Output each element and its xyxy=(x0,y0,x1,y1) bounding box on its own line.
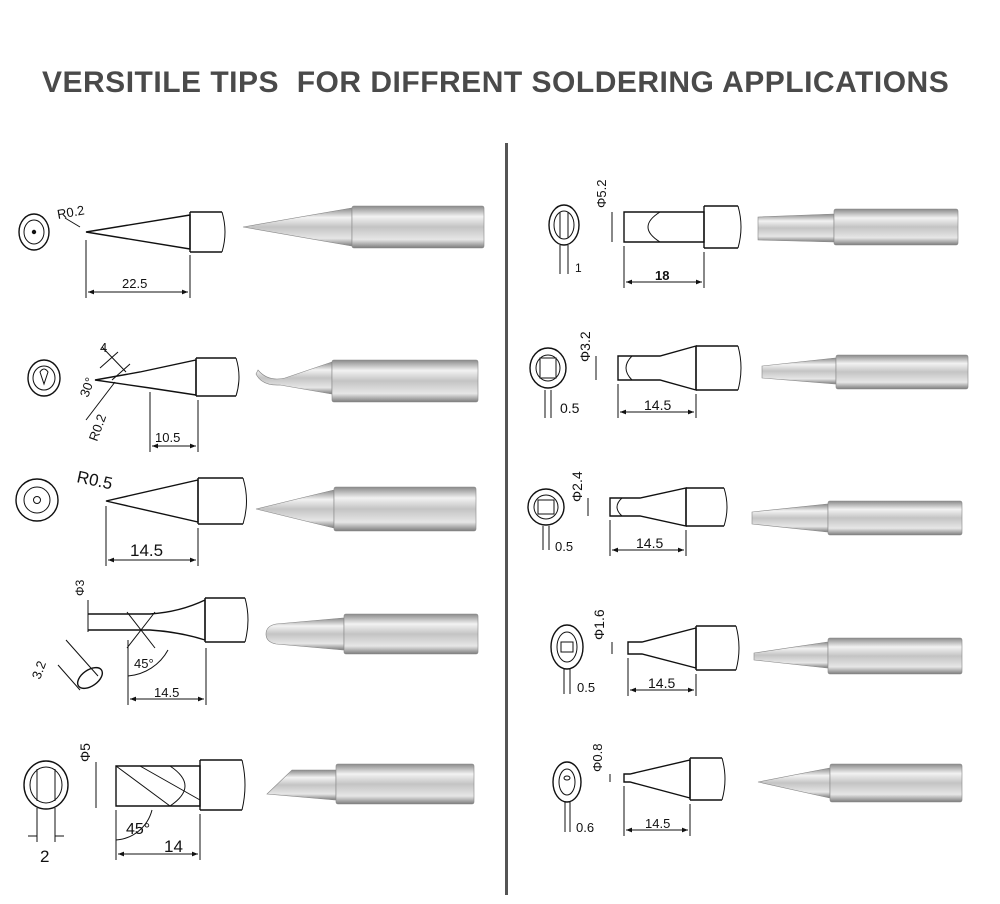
tip-left-1-label-length: 22.5 xyxy=(122,276,147,291)
tip-right-5-drawing: Φ0.8 0.6 14.5 xyxy=(552,744,726,836)
tip-right-4-drawing: Φ1.6 0.5 14.5 xyxy=(550,609,740,696)
tip-left-5-label-diameter: Φ5 xyxy=(77,743,93,762)
tip-left-1-photo xyxy=(242,205,485,249)
tip-right-1-label-thickness: 1 xyxy=(575,261,582,275)
tip-left-5-label-length: 14 xyxy=(164,837,183,856)
tip-left-4-label-bevel: 3.2 xyxy=(29,659,49,681)
tip-left-4-photo xyxy=(265,613,479,655)
tip-right-2-drawing: Φ3.2 0.5 14.5 xyxy=(529,331,742,418)
tip-left-2-drawing: 4 30° R0.2 10.5 xyxy=(27,340,240,452)
tip-right-2-label-length: 14.5 xyxy=(644,397,671,413)
tip-left-5-drawing: Φ5 45° 2 14 xyxy=(23,743,246,866)
tip-right-3-label-length: 14.5 xyxy=(636,535,663,551)
page-title: VERSITILE TIPS FOR DIFFRENT SOLDERING AP… xyxy=(42,66,950,99)
tip-left-4-label-length: 14.5 xyxy=(154,685,179,700)
tip-right-2-label-thickness: 0.5 xyxy=(560,400,580,416)
tip-left-2-label-width: 4 xyxy=(100,340,107,355)
tip-left-3-drawing: R0.5 14.5 xyxy=(15,467,247,566)
center-divider xyxy=(505,143,508,895)
tip-left-5-label-width: 2 xyxy=(40,847,49,866)
tip-right-2-photo xyxy=(761,354,969,390)
tip-right-3-label-diameter: Φ2.4 xyxy=(569,471,585,502)
tip-right-1-label-length: 18 xyxy=(655,268,669,283)
tip-right-2-label-diameter: Φ3.2 xyxy=(577,331,593,362)
tip-left-2-label-radius: R0.2 xyxy=(86,412,109,443)
tip-right-3-drawing: Φ2.4 0.5 14.5 xyxy=(527,471,728,556)
tip-right-3-label-thickness: 0.5 xyxy=(555,539,573,554)
tip-left-3-label-length: 14.5 xyxy=(130,541,163,560)
tip-left-5-label-angle: 45° xyxy=(126,821,150,838)
tip-left-5-photo xyxy=(266,763,475,805)
tip-right-1-label-diameter: Φ5.2 xyxy=(594,180,609,208)
tip-left-1-label-radius: R0.2 xyxy=(56,202,86,222)
tip-right-3-photo xyxy=(751,500,963,536)
tip-right-4-label-length: 14.5 xyxy=(648,675,675,691)
tip-left-3-label-radius: R0.5 xyxy=(75,467,114,493)
tip-right-5-label-diameter: Φ0.8 xyxy=(590,744,605,772)
tip-left-2-label-angle: 30° xyxy=(77,375,98,399)
tip-right-1-drawing: Φ5.2 1 18 xyxy=(548,180,742,288)
tip-left-1-drawing: R0.2 22.5 xyxy=(18,202,226,298)
tip-right-4-label-diameter: Φ1.6 xyxy=(591,609,607,640)
tip-right-4-label-thickness: 0.5 xyxy=(577,680,595,695)
tip-right-1-photo xyxy=(757,208,959,246)
tip-left-3-photo xyxy=(255,486,477,532)
tip-right-5-label-thickness: 0.6 xyxy=(576,820,594,835)
tip-left-2-label-length: 10.5 xyxy=(155,430,180,445)
tip-left-4-drawing: Φ3 3.2 45° 14.5 xyxy=(29,579,249,705)
tip-right-4-photo xyxy=(753,637,963,675)
tip-right-5-label-length: 14.5 xyxy=(645,816,670,831)
tip-left-4-label-angle: 45° xyxy=(134,656,154,671)
tip-right-5-photo xyxy=(757,763,963,803)
tip-left-4-label-diameter: Φ3 xyxy=(73,579,87,596)
tip-left-2-photo xyxy=(255,359,479,403)
